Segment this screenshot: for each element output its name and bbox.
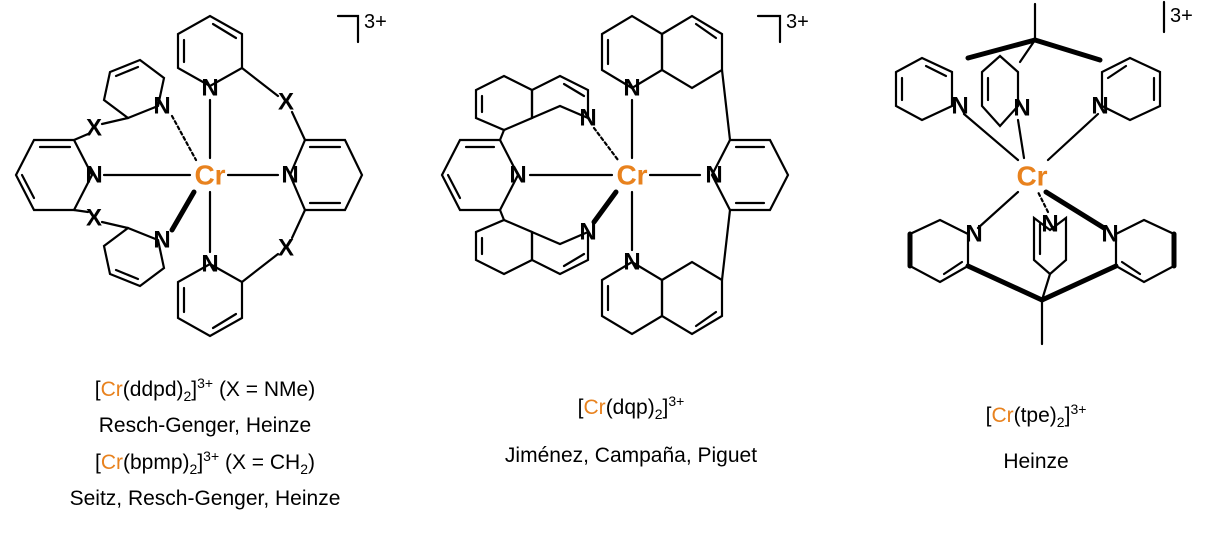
bridge-x-label: X	[278, 235, 294, 262]
nitrogen-label: N	[281, 162, 298, 189]
nitrogen-label: N	[623, 249, 640, 276]
formula-line: [Cr(tpe)2]3+	[985, 401, 1087, 431]
authors-line: Heinze	[1003, 450, 1069, 474]
nitrogen-label: N	[201, 251, 218, 278]
pyridine-ring	[980, 54, 1020, 128]
complex-ddpd-structure: N N N N N N X X X X Cr 3+	[14, 11, 387, 338]
pyridine-ring	[1114, 218, 1176, 284]
chromium-label: Cr	[1016, 161, 1047, 192]
nitrogen-label: N	[579, 219, 596, 246]
pyridine-ring	[14, 138, 94, 212]
pyridine-ring	[908, 218, 970, 284]
formula-line: [Cr(bpmp)2]3+ (X = CH2)	[94, 448, 316, 478]
nitrogen-label: N	[705, 162, 722, 189]
nitrogen-label: N	[965, 221, 982, 248]
pyridine-ring	[894, 56, 954, 122]
formula-line: [Cr(ddpd)2]3+ (X = NMe)	[94, 375, 316, 405]
metal-symbol: Cr	[100, 451, 123, 475]
pyridine-ring	[710, 138, 790, 212]
nitrogen-label: N	[623, 75, 640, 102]
charge-label: 3+	[364, 11, 387, 33]
nitrogen-label: N	[1101, 221, 1118, 248]
authors-line: Resch-Genger, Heinze	[98, 414, 312, 438]
pyridine-ring	[440, 138, 520, 212]
metal-symbol: Cr	[100, 378, 123, 401]
chromium-label: Cr	[616, 160, 647, 191]
chromium-label: Cr	[194, 160, 225, 191]
metal-symbol: Cr	[991, 404, 1014, 427]
nitrogen-label: N	[153, 93, 170, 120]
nitrogen-label: N	[1013, 95, 1030, 122]
nitrogen-label: N	[951, 93, 968, 120]
caption-tpe: [Cr(tpe)2]3+ Heinze	[896, 394, 1176, 477]
nitrogen-label: N	[1041, 211, 1058, 238]
charge-label: 3+	[1170, 5, 1193, 27]
formula-line: [Cr(dqp)2]3+	[577, 393, 685, 423]
nitrogen-label: N	[1091, 93, 1108, 120]
nitrogen-label: N	[85, 162, 102, 189]
authors-line: Jiménez, Campaña, Piguet	[504, 444, 758, 468]
caption-ddpd: [Cr(ddpd)2]3+ (X = NMe) Resch-Genger, He…	[20, 368, 390, 514]
pyridine-ring	[1100, 56, 1162, 122]
nitrogen-label: N	[201, 75, 218, 102]
complex-dqp-structure: N N N N N N Cr 3+	[440, 11, 809, 336]
nitrogen-label: N	[579, 105, 596, 132]
bridge-x-label: X	[86, 205, 102, 232]
nitrogen-label: N	[509, 162, 526, 189]
caption-dqp: [Cr(dqp)2]3+ Jiménez, Campaña, Piguet	[446, 386, 816, 471]
bridge-x-label: X	[86, 115, 102, 142]
pyridine-ring	[288, 138, 364, 212]
complex-tpe-structure: N N N N N N Cr 3+	[894, 0, 1193, 346]
nitrogen-label: N	[153, 227, 170, 254]
authors-line: Seitz, Resch-Genger, Heinze	[69, 487, 341, 511]
metal-symbol: Cr	[583, 396, 606, 419]
bridge-x-label: X	[278, 89, 294, 116]
charge-label: 3+	[786, 11, 809, 33]
